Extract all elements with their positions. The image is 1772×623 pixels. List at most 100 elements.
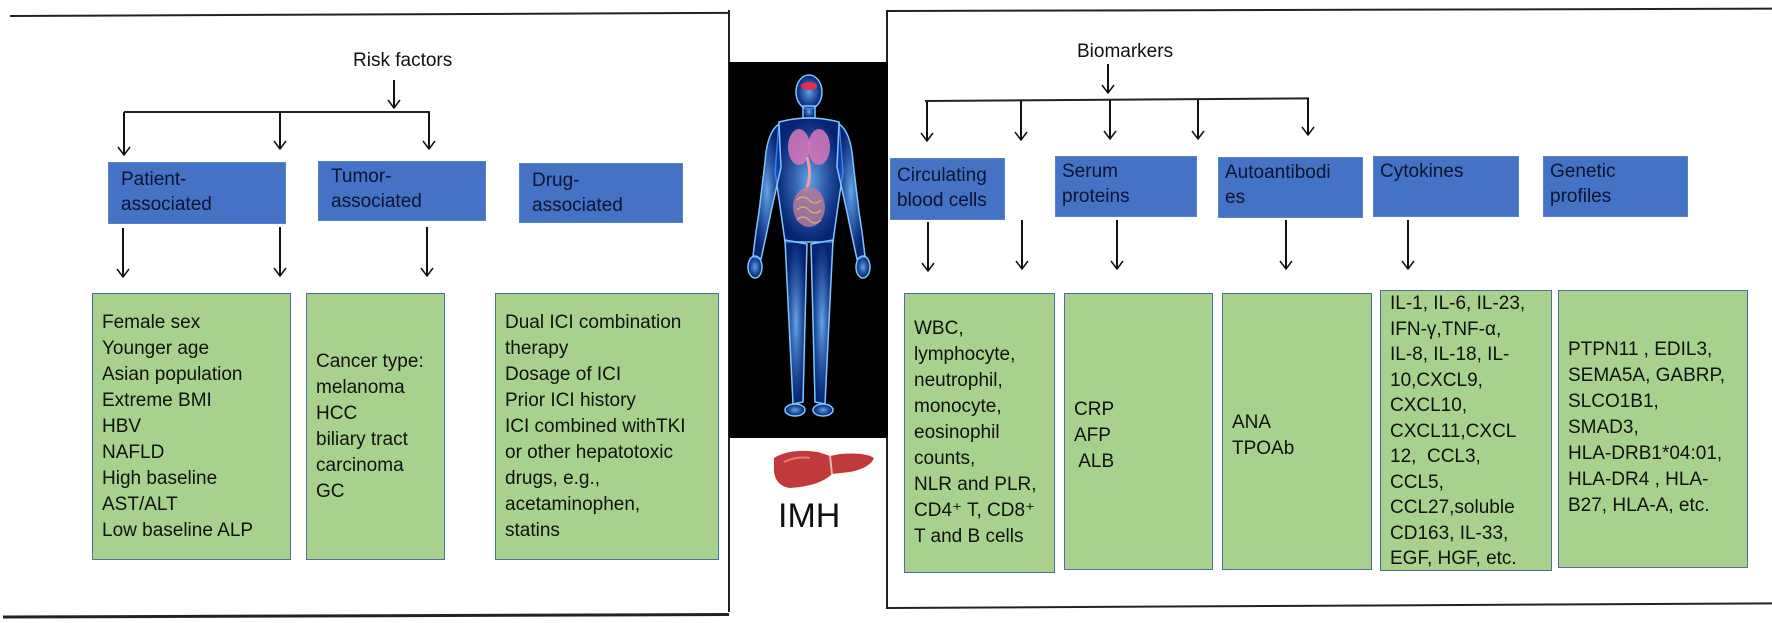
list-item: CCL27,soluble xyxy=(1390,497,1515,518)
right-panel-bottom-border xyxy=(885,602,1772,609)
list-item: ALB xyxy=(1074,451,1115,472)
list-item: Prior ICI history xyxy=(505,389,636,411)
branch-arrow-cytokines xyxy=(1191,100,1205,140)
item-box-genetic-profiles: PTPN11 , EDIL3, SEMA5A, GABRP, SLCO1B1, … xyxy=(1558,290,1748,568)
arrowhead-icon xyxy=(117,146,131,156)
list-item: Asian population xyxy=(102,363,243,385)
list-item: HCC xyxy=(316,402,358,424)
list-item: drugs, e.g., xyxy=(505,467,601,489)
list-item: CD4⁺ T, CD8⁺ xyxy=(914,500,1036,521)
left-panel-top-border xyxy=(9,11,729,17)
category-label-line: Genetic xyxy=(1550,161,1616,182)
list-item: acetaminophen, xyxy=(505,493,641,515)
list-item: SLCO1B1, xyxy=(1568,391,1659,412)
list-item: B27, HLA-A, etc. xyxy=(1568,495,1710,516)
list-item: Low baseline ALP xyxy=(102,519,254,541)
list-item: or other hepatotoxic xyxy=(505,441,673,463)
arrowhead-icon xyxy=(921,262,935,272)
list-item: CXCL11,CXCL xyxy=(1390,420,1517,442)
biomarkers-title: Biomarkers xyxy=(1077,41,1174,62)
list-item: PTPN11 , EDIL3, xyxy=(1568,339,1713,360)
arrow-genetic-to-items xyxy=(1401,220,1415,270)
list-item: Dosage of ICI xyxy=(505,363,622,385)
arrow-patient-to-items xyxy=(116,228,130,278)
arrowhead-icon xyxy=(1014,131,1028,141)
arrow-autoantibodies-to-items xyxy=(1110,220,1124,270)
list-item: AFP xyxy=(1074,425,1111,446)
list-item: CCL5, xyxy=(1390,471,1444,493)
item-box-circulating-blood-cells: WBC, lymphocyte, neutrophil, monocyte, e… xyxy=(904,293,1055,573)
list-item: WBC, xyxy=(914,318,964,339)
risk-factors-title: Risk factors xyxy=(353,50,453,71)
category-box-tumor-associated: Tumor- associated xyxy=(318,161,486,221)
arrowhead-icon xyxy=(1103,130,1117,140)
list-item: 10,CXCL9, xyxy=(1390,369,1483,391)
arrowhead-icon xyxy=(273,140,287,150)
arrowhead-icon xyxy=(1279,260,1293,270)
category-box-autoantibodies: Autoantibodi es xyxy=(1218,157,1363,218)
category-label-line: Drug- xyxy=(532,170,580,191)
list-item: HBV xyxy=(102,415,142,437)
list-item: NLR and PLR, xyxy=(914,474,1037,495)
category-label-line: blood cells xyxy=(897,190,987,211)
category-box-circulating-blood-cells: Circulating blood cells xyxy=(890,158,1005,220)
list-item: IFN-γ,TNF-α, xyxy=(1390,318,1502,340)
category-label-line: es xyxy=(1225,187,1246,208)
list-item: AST/ALT xyxy=(102,493,178,515)
arrowhead-icon xyxy=(422,140,436,150)
category-label-line: profiles xyxy=(1550,186,1612,207)
category-label-line: Cytokines xyxy=(1380,161,1464,182)
arrow-circulating-to-items xyxy=(921,222,935,272)
human-body-anatomy-icon xyxy=(729,62,888,438)
category-label-line: Patient- xyxy=(121,169,187,190)
arrowhead-icon xyxy=(116,268,130,278)
risk-factors-trunk-arrow xyxy=(387,80,401,109)
category-label-line: associated xyxy=(532,195,623,216)
category-box-serum-proteins: Serum proteins xyxy=(1055,156,1197,217)
item-box-patient-associated: Female sex Younger age Asian population … xyxy=(92,293,291,560)
category-label-line: Circulating xyxy=(897,165,987,186)
arrowhead-icon xyxy=(920,132,934,142)
item-box-drug-associated: Dual ICI combination therapy Dosage of I… xyxy=(495,293,719,560)
item-box-autoantibodies: ANA TPOAb xyxy=(1222,293,1372,570)
list-item: CRP xyxy=(1074,399,1115,420)
category-label-line: associated xyxy=(331,191,422,212)
category-label-line: associated xyxy=(121,194,212,215)
branch-arrow-patient xyxy=(117,112,131,156)
branch-arrow-drug xyxy=(422,112,436,150)
category-label-line: Tumor- xyxy=(331,166,392,187)
arrowhead-icon xyxy=(420,267,434,277)
arrowhead-icon xyxy=(1401,260,1415,270)
arrowhead-icon xyxy=(1191,130,1205,140)
list-item: IL-1, IL-6, IL-23, xyxy=(1390,293,1526,314)
list-item: Extreme BMI xyxy=(102,389,212,411)
arrow-tumor-to-items xyxy=(273,227,287,277)
list-item: Dual ICI combination xyxy=(505,311,682,333)
list-item: GC xyxy=(316,480,345,502)
list-item: CD163, IL-33, xyxy=(1390,522,1509,544)
list-item: HLA-DRB1*04:01, xyxy=(1568,443,1723,464)
branch-arrow-genetic xyxy=(1301,98,1315,136)
list-item: High baseline xyxy=(102,467,218,489)
category-box-genetic-profiles: Genetic profiles xyxy=(1543,156,1688,217)
list-item: ANA xyxy=(1232,412,1272,433)
arrowhead-icon xyxy=(1301,126,1315,136)
category-box-drug-associated: Drug- associated xyxy=(519,163,683,223)
list-item: ICI combined withTKI xyxy=(505,415,686,437)
item-box-tumor-associated: Cancer type: melanoma HCC biliary tract … xyxy=(306,293,445,560)
category-label-line: Serum xyxy=(1062,161,1118,182)
imh-label: IMH xyxy=(778,497,841,535)
list-item: neutrophil, xyxy=(914,370,1003,391)
arrowhead-icon xyxy=(1101,84,1115,94)
arrow-cytokines-to-items xyxy=(1279,220,1293,270)
category-label-line: proteins xyxy=(1062,186,1130,207)
arrowhead-icon xyxy=(1110,260,1124,270)
category-box-cytokines: Cytokines xyxy=(1373,156,1519,217)
left-panel-bottom-border xyxy=(3,613,730,619)
left-panel-right-border xyxy=(728,10,730,612)
list-item: HLA-DR4 , HLA- xyxy=(1568,469,1709,490)
list-item: EGF, HGF, etc. xyxy=(1390,548,1517,569)
list-item: SMAD3, xyxy=(1568,417,1639,438)
list-item: lymphocyte, xyxy=(914,344,1016,365)
list-item: biliary tract xyxy=(316,428,408,450)
